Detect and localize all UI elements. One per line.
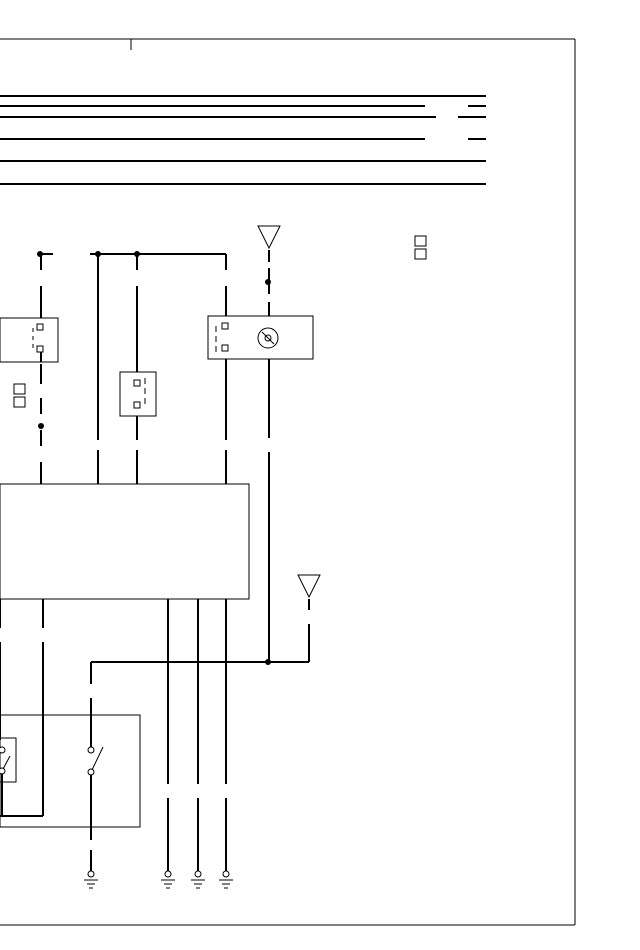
control-unit-outputs — [0, 599, 227, 874]
ground-icon — [191, 870, 205, 889]
ground-icon — [84, 870, 98, 889]
legend-square-pair-left — [13, 383, 26, 408]
header-divider-lines — [0, 95, 486, 185]
ground-icon — [161, 870, 175, 889]
power-source-right — [90, 574, 321, 748]
right-switch-lamp — [207, 315, 314, 662]
left-switch — [0, 317, 59, 363]
middle-bus-wire — [90, 251, 227, 484]
ground-symbols — [84, 870, 233, 889]
ground-icon — [219, 870, 233, 889]
left-upper-wire — [37, 251, 53, 318]
left-switch-output-wire — [38, 364, 44, 484]
lower-switch-block — [0, 714, 141, 874]
control-unit — [0, 483, 250, 600]
middle-switch — [119, 371, 157, 484]
legend-square-pair-top — [414, 235, 427, 260]
diagram-frame — [0, 38, 576, 926]
power-source-top — [257, 225, 281, 316]
lamp-icon — [257, 327, 279, 349]
